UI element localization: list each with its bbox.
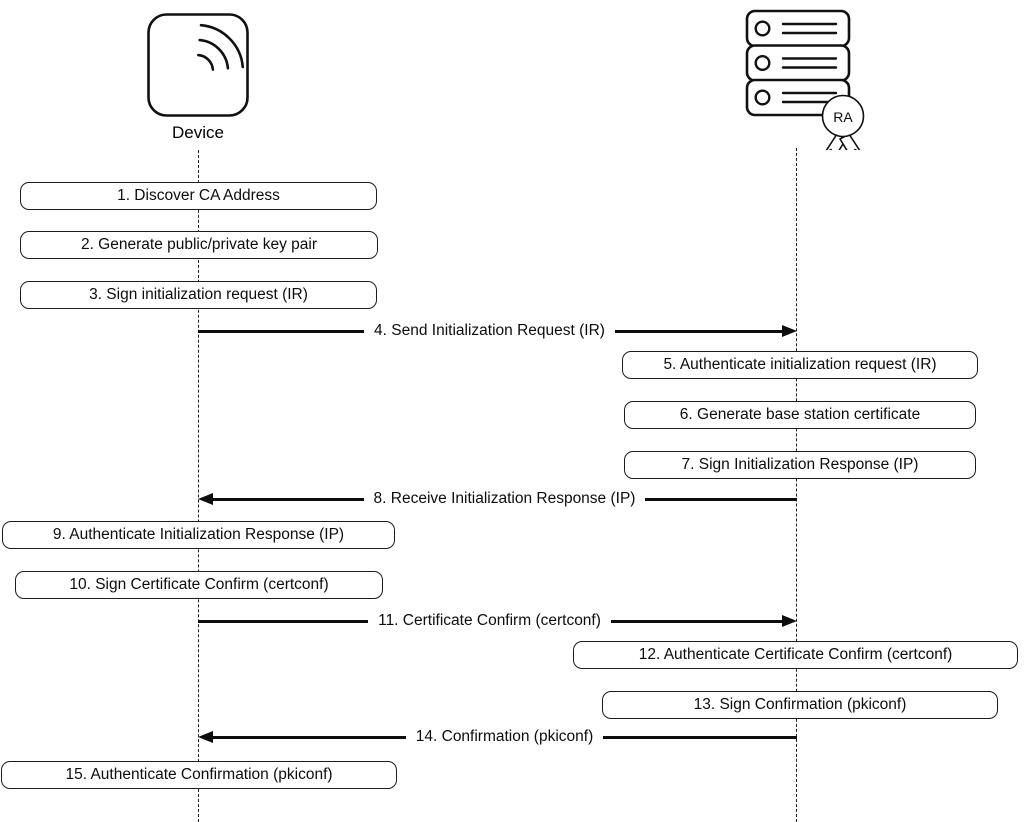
actor-ra: RA: [745, 9, 865, 150]
arrow-line: [603, 735, 797, 739]
device-label: Device: [172, 123, 224, 142]
message-label: 4. Send Initialization Request (IR): [374, 322, 605, 339]
ra-badge-icon: RA: [821, 94, 865, 150]
arrow-line: [197, 619, 369, 623]
arrowhead-right-icon: [781, 325, 797, 337]
arrowhead-left-icon: [197, 493, 213, 505]
step-box-9: 9. Authenticate Initialization Response …: [2, 521, 395, 549]
step-label: 2. Generate public/private key pair: [80, 236, 318, 253]
actor-device: Device: [146, 13, 250, 143]
message-arrow-11: 11. Certificate Confirm (certconf): [197, 611, 797, 631]
step-box-15: 15. Authenticate Confirmation (pkiconf): [1, 761, 397, 789]
step-label: 7. Sign Initialization Response (IP): [681, 456, 919, 473]
arrow-line: [614, 329, 782, 333]
message-label: 14. Confirmation (pkiconf): [415, 728, 594, 745]
step-box-7: 7. Sign Initialization Response (IP): [624, 451, 976, 479]
step-label: 1. Discover CA Address: [117, 187, 280, 204]
step-box-10: 10. Sign Certificate Confirm (certconf): [15, 571, 383, 599]
message-arrow-14: 14. Confirmation (pkiconf): [197, 727, 797, 747]
device-lifeline: [197, 150, 199, 822]
step-label: 10. Sign Certificate Confirm (certconf): [69, 576, 329, 593]
step-box-13: 13. Sign Confirmation (pkiconf): [602, 691, 998, 719]
ra-badge-label: RA: [833, 109, 853, 125]
arrowhead-left-icon: [197, 731, 213, 743]
step-box-2: 2. Generate public/private key pair: [20, 231, 378, 259]
step-label: 6. Generate base station certificate: [679, 406, 921, 423]
arrow-line: [212, 497, 364, 501]
step-label: 5. Authenticate initialization request (…: [663, 356, 937, 373]
step-label: 9. Authenticate Initialization Response …: [52, 526, 345, 543]
step-box-1: 1. Discover CA Address: [20, 182, 377, 210]
step-box-12: 12. Authenticate Certificate Confirm (ce…: [573, 641, 1018, 669]
server-rack-icon: [745, 9, 851, 117]
arrow-line: [645, 497, 797, 501]
arrow-line: [212, 735, 406, 739]
message-label: 11. Certificate Confirm (certconf): [378, 612, 601, 629]
wireless-device-icon: [147, 13, 249, 117]
step-box-6: 6. Generate base station certificate: [624, 401, 976, 429]
ra-lifeline: [795, 148, 797, 822]
step-label: 3. Sign initialization request (IR): [89, 286, 308, 303]
arrow-line: [197, 329, 365, 333]
step-box-5: 5. Authenticate initialization request (…: [622, 351, 978, 379]
ribbon-right-icon: [839, 133, 861, 150]
arrowhead-right-icon: [781, 615, 797, 627]
message-label: 8. Receive Initialization Response (IP): [373, 490, 636, 507]
step-label: 12. Authenticate Certificate Confirm (ce…: [638, 646, 953, 663]
step-box-3: 3. Sign initialization request (IR): [20, 281, 377, 309]
step-label: 15. Authenticate Confirmation (pkiconf): [65, 766, 333, 783]
step-label: 13. Sign Confirmation (pkiconf): [693, 696, 907, 713]
message-arrow-4: 4. Send Initialization Request (IR): [197, 321, 797, 341]
wifi-signal-icon: [197, 23, 245, 71]
message-arrow-8: 8. Receive Initialization Response (IP): [197, 489, 797, 509]
arrow-line: [610, 619, 782, 623]
